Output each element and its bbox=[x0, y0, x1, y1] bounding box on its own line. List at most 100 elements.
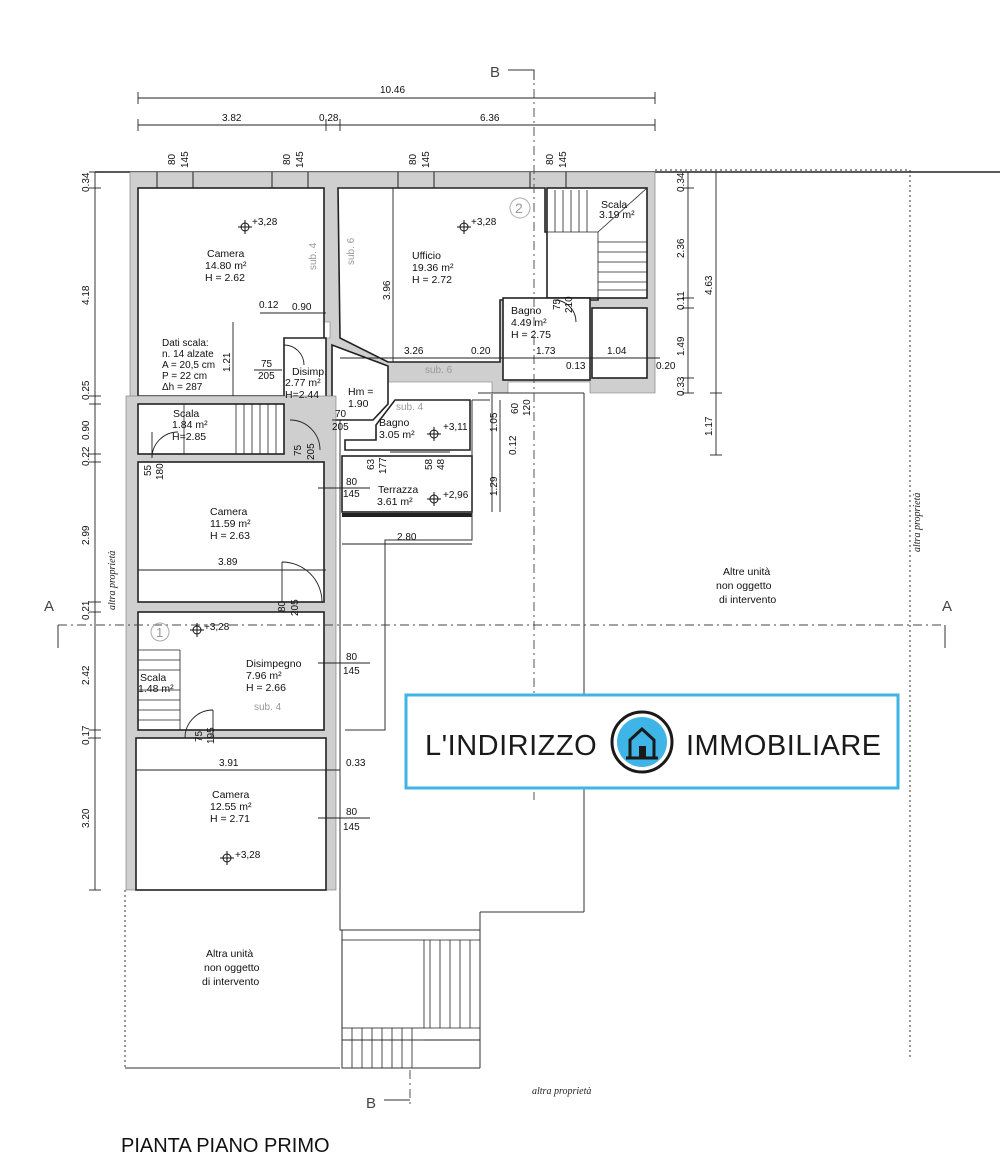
window-3-h: 145 bbox=[421, 151, 432, 168]
sub-label-4a: sub. 4 bbox=[308, 242, 319, 270]
disimp-area: 2.77 m² bbox=[285, 377, 321, 389]
disimp-height: H=2.44 bbox=[285, 389, 319, 401]
camera-2-area: 11.59 m² bbox=[210, 518, 251, 530]
scala-1-name: Scala bbox=[173, 408, 199, 420]
other-units-right-2: di intervento bbox=[719, 594, 776, 606]
dim-020b: 0.20 bbox=[656, 361, 676, 372]
dim-104: 1.04 bbox=[607, 346, 627, 357]
house-icon bbox=[610, 710, 674, 774]
disimpegno-height: H = 2.66 bbox=[246, 682, 286, 694]
logo-watermark: L'INDIRIZZO IMMOBILIARE bbox=[404, 693, 900, 790]
bagno-2-area: 3.05 m² bbox=[379, 429, 415, 441]
dim-left-5: 2.99 bbox=[81, 525, 92, 545]
altra-proprieta-bottom: altra proprietà bbox=[532, 1086, 591, 1097]
other-unit-left-1: non oggetto bbox=[204, 962, 260, 974]
disimpegno-name: Disimpegno bbox=[246, 658, 302, 670]
camera-2-name: Camera bbox=[210, 506, 248, 518]
stairs bbox=[138, 187, 648, 1068]
bagno-2-level: +3,11 bbox=[443, 422, 468, 433]
dim-389: 3.89 bbox=[218, 557, 238, 568]
walls bbox=[95, 171, 1000, 1069]
stair-info-0: Dati scala: bbox=[162, 338, 209, 349]
other-units-right-1: non oggetto bbox=[716, 580, 772, 592]
camera-1-height: H = 2.62 bbox=[205, 272, 245, 284]
window-4-h: 145 bbox=[558, 151, 569, 168]
top-dimensions: 10.46 3.82 0.28 6.36 bbox=[137, 85, 656, 131]
dim-060: 60 bbox=[510, 402, 521, 414]
other-unit-left-0: Altra unità bbox=[206, 948, 253, 960]
stair-info-1: n. 14 alzate bbox=[162, 349, 214, 360]
sub-labels: sub. 4 sub. 6 sub. 6 sub. 4 sub. 4 bbox=[254, 237, 453, 713]
dim-left-0: 0.34 bbox=[81, 172, 92, 192]
window-1-w: 80 bbox=[167, 153, 178, 165]
camera-3-name: Camera bbox=[212, 789, 250, 801]
dim-right-0: 0.34 bbox=[676, 172, 687, 192]
dim-right-5: 4.63 bbox=[704, 275, 715, 295]
door-6-h: 48 bbox=[436, 458, 447, 470]
bagno-1-annex bbox=[591, 307, 648, 379]
scala-2-room bbox=[546, 187, 648, 299]
door-2-w: 70 bbox=[335, 409, 347, 420]
door-8-w: 80 bbox=[277, 600, 288, 612]
other-units: Altre unità non oggetto di intervento Al… bbox=[202, 566, 776, 988]
camera-2-height: H = 2.63 bbox=[210, 530, 250, 542]
dim-121: 1.21 bbox=[222, 352, 233, 372]
window-labels: 80 145 80 145 80 145 80 145 bbox=[167, 151, 569, 168]
ufficio-level: +3,28 bbox=[471, 217, 497, 228]
dim-right-4: 0.33 bbox=[676, 376, 687, 396]
door-5-h: 177 bbox=[378, 457, 389, 474]
dim-right-3: 1.49 bbox=[676, 336, 687, 356]
door-7-w: 80 bbox=[346, 477, 358, 488]
window-2-h: 145 bbox=[295, 151, 306, 168]
door-11-w: 80 bbox=[346, 807, 358, 818]
door-10-w: 75 bbox=[194, 730, 205, 742]
camera-1-level: +3,28 bbox=[252, 217, 278, 228]
dim-left-3: 0.90 bbox=[81, 420, 92, 440]
bagno-2-room bbox=[344, 399, 471, 451]
bagno-2-name: Bagno bbox=[379, 417, 410, 429]
door-1-w: 75 bbox=[552, 298, 563, 310]
dim-left-4: 0.22 bbox=[81, 446, 92, 466]
dim-120: 120 bbox=[522, 399, 533, 416]
door-labels: 75 205 75 210 70 205 75 205 55 180 63 17… bbox=[143, 296, 575, 833]
unit-markers: 1 2 bbox=[150, 197, 531, 642]
inner-dimensions: 0.12 0.90 1.21 3.96 3.26 0.20 1.73 1.04 … bbox=[136, 188, 676, 771]
door-8-h: 205 bbox=[290, 599, 301, 616]
ufficio-area: 19.36 m² bbox=[412, 262, 454, 274]
sub-label-6b: sub. 6 bbox=[425, 365, 453, 376]
dim-013: 0.13 bbox=[566, 361, 586, 372]
door-10-h: 195 bbox=[206, 727, 217, 744]
window-2-w: 80 bbox=[282, 153, 293, 165]
stair-info-3: P = 22 cm bbox=[162, 371, 207, 382]
dim-right-width: 6.36 bbox=[480, 113, 500, 124]
camera-1-area: 14.80 m² bbox=[205, 260, 247, 272]
door-0-h: 205 bbox=[258, 371, 275, 382]
section-b-top: B bbox=[490, 64, 500, 81]
camera-3-level: +3,28 bbox=[235, 850, 261, 861]
dim-left-7: 2.42 bbox=[81, 665, 92, 685]
scala-3-area: 1.48 m² bbox=[138, 683, 174, 695]
terrazza-area: 3.61 m² bbox=[377, 496, 413, 508]
terrazza-name: Terrazza bbox=[378, 484, 418, 496]
unit-marker-1: 1 bbox=[156, 625, 163, 640]
other-unit-left-2: di intervento bbox=[202, 976, 259, 988]
right-dimensions: 0.34 2.36 0.11 1.49 0.33 4.63 1.17 bbox=[676, 171, 722, 456]
section-b-bottom: B bbox=[366, 1095, 376, 1112]
stair-info-2: A = 20,5 cm bbox=[162, 360, 215, 371]
sub-label-6a: sub. 6 bbox=[346, 237, 357, 265]
scala-2-area: 3.19 m² bbox=[599, 209, 635, 221]
dim-left-9: 3.20 bbox=[81, 808, 92, 828]
section-a-left: A bbox=[44, 598, 54, 615]
other-units-right-0: Altre unità bbox=[723, 566, 770, 578]
door-5-w: 63 bbox=[366, 458, 377, 470]
altra-proprieta-right: altra proprietà bbox=[912, 493, 923, 552]
section-a-right: A bbox=[942, 598, 952, 615]
hm-value: 1.90 bbox=[348, 398, 369, 410]
door-9-h: 145 bbox=[343, 666, 360, 677]
camera-3-room bbox=[135, 737, 327, 891]
room-labels: Camera 14.80 m² H = 2.62 +3,28 Ufficio 1… bbox=[138, 199, 635, 861]
sub-label-4c: sub. 4 bbox=[254, 702, 282, 713]
bagno-1-room bbox=[502, 297, 591, 381]
window-1-h: 145 bbox=[180, 151, 191, 168]
